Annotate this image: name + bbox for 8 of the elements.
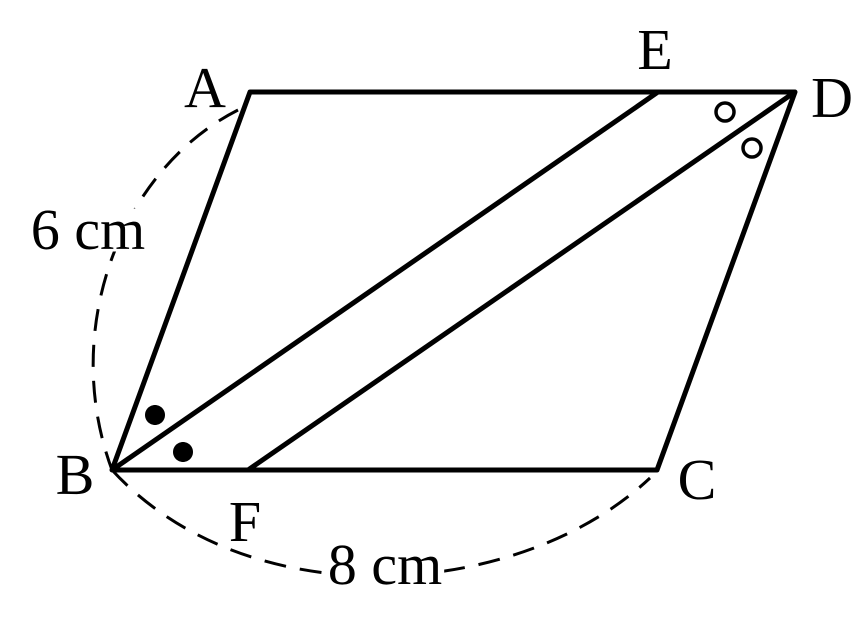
- dimension-label: 8 cm: [326, 543, 444, 587]
- point-label: B: [57, 456, 92, 494]
- point-label: D: [812, 78, 851, 118]
- point-label: C: [680, 460, 714, 500]
- point-label: F: [230, 503, 260, 541]
- point-label: A: [184, 68, 226, 108]
- dimension-label: 6 cm: [28, 208, 148, 252]
- point-label: E: [638, 31, 670, 69]
